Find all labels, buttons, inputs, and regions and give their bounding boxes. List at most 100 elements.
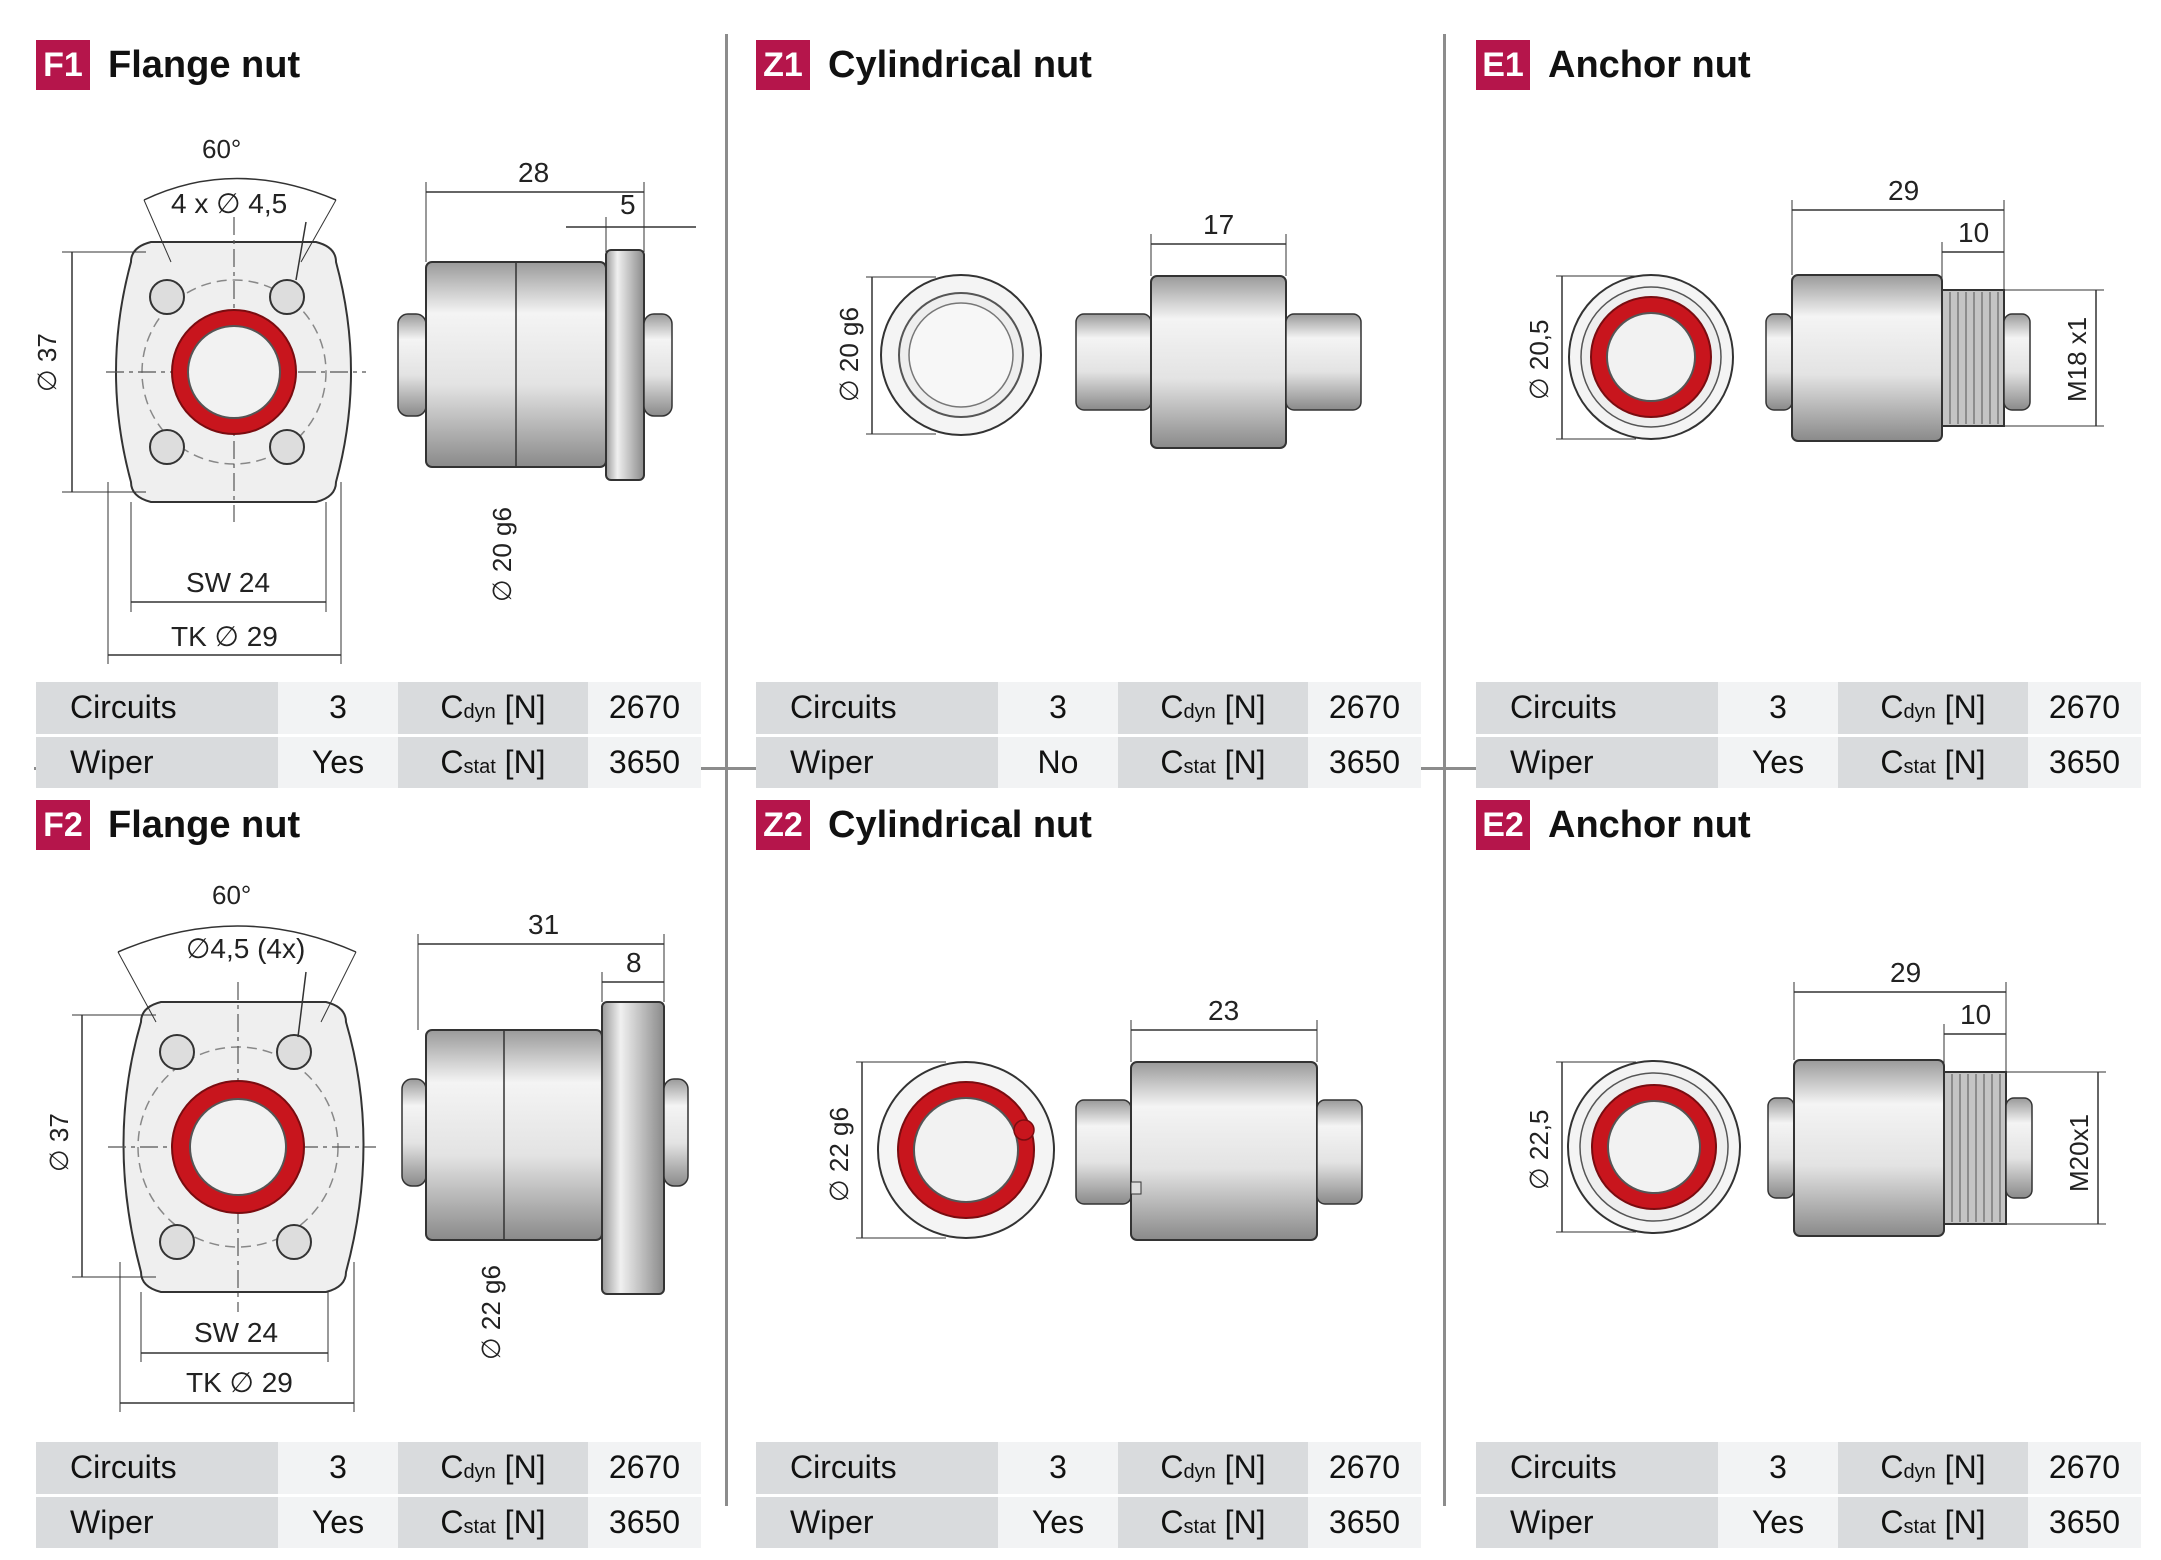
panel-z1: Z1 Cylindrical nut ∅ 20 g6 17 (756, 40, 1421, 800)
code-badge: F2 (36, 800, 90, 850)
cstat-value: 3650 (588, 1496, 701, 1548)
cylindrical-nut-drawing-svg: ∅ 22 g6 23 (824, 995, 1363, 1241)
spec-row-1: Circuits 3 Cdyn [N] 2670 (756, 682, 1421, 737)
panel-header: Z1 Cylindrical nut (756, 40, 1092, 90)
angle-dim: 60° (202, 134, 241, 164)
panel-e1: E1 Anchor nut ∅ 20,5 (1476, 40, 2141, 800)
cylindrical-nut-drawing: ∅ 22 g6 23 (756, 862, 1421, 1432)
divider-vertical-2 (1443, 34, 1446, 1506)
spec-row-2: Wiper Yes Cstat [N] 3650 (756, 1496, 1421, 1548)
panel-header: E1 Anchor nut (1476, 40, 1751, 90)
circuits-label: Circuits (36, 682, 278, 737)
panel-header: Z2 Cylindrical nut (756, 800, 1092, 850)
cdyn-label: Cdyn [N] (1838, 682, 2028, 737)
cdyn-value: 2670 (2028, 682, 2141, 737)
thread-len-dim: 10 (1958, 217, 1989, 248)
dia-dim: ∅ 22 g6 (824, 1107, 854, 1202)
cstat-value: 3650 (1308, 736, 1421, 788)
cdyn-label: Cdyn [N] (398, 682, 588, 737)
panel-title: Cylindrical nut (828, 43, 1092, 86)
flange-nut-drawing: ∅ 37 SW 24 TK ∅ 29 60° 4 x ∅ 4,5 (32, 102, 701, 672)
cstat-label: Cstat [N] (1838, 736, 2028, 788)
angle-dim: 60° (212, 880, 251, 910)
spec-row-1: Circuits 3 Cdyn [N] 2670 (36, 1442, 701, 1497)
circuits-label: Circuits (36, 1442, 278, 1497)
spec-table: Circuits 3 Cdyn [N] 2670 Wiper Yes Cstat… (36, 682, 701, 788)
side-view: 29 10 M20x1 (1767, 957, 2106, 1237)
circuits-value: 3 (998, 682, 1118, 737)
holes-dim: 4 x ∅ 4,5 (171, 188, 287, 219)
anchor-nut-drawing: ∅ 20,5 29 10 (1476, 102, 2141, 672)
spec-table: Circuits 3 Cdyn [N] 2670 Wiper No Cstat … (756, 682, 1421, 788)
length-dim: 29 (1890, 957, 1921, 988)
shaft-dim: ∅ 20 g6 (487, 507, 517, 602)
spec-row-2: Wiper Yes Cstat [N] 3650 (1476, 1496, 2141, 1548)
circuits-value: 3 (998, 1442, 1118, 1497)
thread-dim: M18 x1 (2062, 317, 2092, 402)
spec-row-1: Circuits 3 Cdyn [N] 2670 (1476, 682, 2141, 737)
sw-dim: SW 24 (186, 567, 270, 598)
circuits-label: Circuits (756, 1442, 998, 1497)
dia-dim: ∅ 20,5 (1524, 320, 1554, 400)
cdyn-value: 2670 (588, 682, 701, 737)
thread-lines (1949, 292, 1999, 424)
spec-row-2: Wiper Yes Cstat [N] 3650 (36, 1496, 701, 1548)
code-badge: F1 (36, 40, 90, 90)
thread-len-dim: 10 (1960, 999, 1991, 1030)
wiper-value: Yes (1718, 1496, 1838, 1548)
dia-dim: ∅ 22,5 (1524, 1110, 1554, 1190)
cstat-value: 3650 (1308, 1496, 1421, 1548)
panel-header: F1 Flange nut (36, 40, 300, 90)
front-view: ∅ 22 g6 (824, 1061, 1055, 1239)
wiper-label: Wiper (1476, 736, 1718, 788)
wiper-label: Wiper (36, 1496, 278, 1548)
cstat-label: Cstat [N] (398, 736, 588, 788)
panel-title: Anchor nut (1548, 803, 1751, 846)
anchor-nut-drawing-svg: ∅ 22,5 29 10 (1524, 957, 2106, 1237)
cdyn-label: Cdyn [N] (1118, 1442, 1308, 1497)
cstat-value: 3650 (2028, 736, 2141, 788)
circuits-label: Circuits (1476, 682, 1718, 737)
dia-dim: ∅ 20 g6 (834, 307, 864, 402)
front-view: ∅ 22,5 (1524, 1060, 1741, 1234)
flange-nut-drawing: ∅ 37 SW 24 TK ∅ 29 60° ∅4,5 (4x) (36, 862, 701, 1432)
length-dim: 31 (528, 909, 559, 940)
holes-dim: ∅4,5 (4x) (186, 933, 305, 964)
od-dim: ∅ 37 (36, 333, 62, 392)
circuits-value: 3 (1718, 1442, 1838, 1497)
panel-e2: E2 Anchor nut ∅ 22,5 (1476, 800, 2141, 1560)
spec-table: Circuits 3 Cdyn [N] 2670 Wiper Yes Cstat… (1476, 1442, 2141, 1548)
anchor-nut-drawing: ∅ 22,5 29 10 (1476, 862, 2141, 1432)
front-view: ∅ 37 SW 24 TK ∅ 29 60° 4 x ∅ 4,5 (32, 134, 366, 664)
shaft-dim: ∅ 22 g6 (476, 1265, 506, 1360)
cylindrical-nut-drawing-svg: ∅ 20 g6 17 (834, 209, 1362, 449)
code-badge: Z2 (756, 800, 810, 850)
cstat-label: Cstat [N] (398, 1496, 588, 1548)
wiper-label: Wiper (756, 1496, 998, 1548)
side-view: 29 10 M18 x1 (1765, 175, 2104, 442)
panel-title: Flange nut (108, 803, 301, 846)
cstat-label: Cstat [N] (1838, 1496, 2028, 1548)
cstat-value: 3650 (588, 736, 701, 788)
circuits-value: 3 (1718, 682, 1838, 737)
panel-title: Flange nut (108, 43, 301, 86)
spec-row-1: Circuits 3 Cdyn [N] 2670 (36, 682, 701, 737)
wiper-value: Yes (1718, 736, 1838, 788)
cdyn-value: 2670 (588, 1442, 701, 1497)
length-dim: 17 (1203, 209, 1234, 240)
cdyn-value: 2670 (2028, 1442, 2141, 1497)
spec-row-1: Circuits 3 Cdyn [N] 2670 (756, 1442, 1421, 1497)
tk-dim: TK ∅ 29 (186, 1367, 293, 1398)
cstat-label: Cstat [N] (1118, 1496, 1308, 1548)
circuits-label: Circuits (1476, 1442, 1718, 1497)
side-view: 31 8 ∅ 22 g6 (401, 909, 689, 1360)
circuits-label: Circuits (756, 682, 998, 737)
cylindrical-nut-drawing: ∅ 20 g6 17 (756, 102, 1421, 672)
spec-table: Circuits 3 Cdyn [N] 2670 Wiper Yes Cstat… (36, 1442, 701, 1548)
wiper-label: Wiper (1476, 1496, 1718, 1548)
side-view: 17 (1075, 209, 1362, 449)
wiper-value: Yes (278, 736, 398, 788)
panel-header: E2 Anchor nut (1476, 800, 1751, 850)
spec-table: Circuits 3 Cdyn [N] 2670 Wiper Yes Cstat… (756, 1442, 1421, 1548)
side-view: 23 (1075, 995, 1363, 1241)
